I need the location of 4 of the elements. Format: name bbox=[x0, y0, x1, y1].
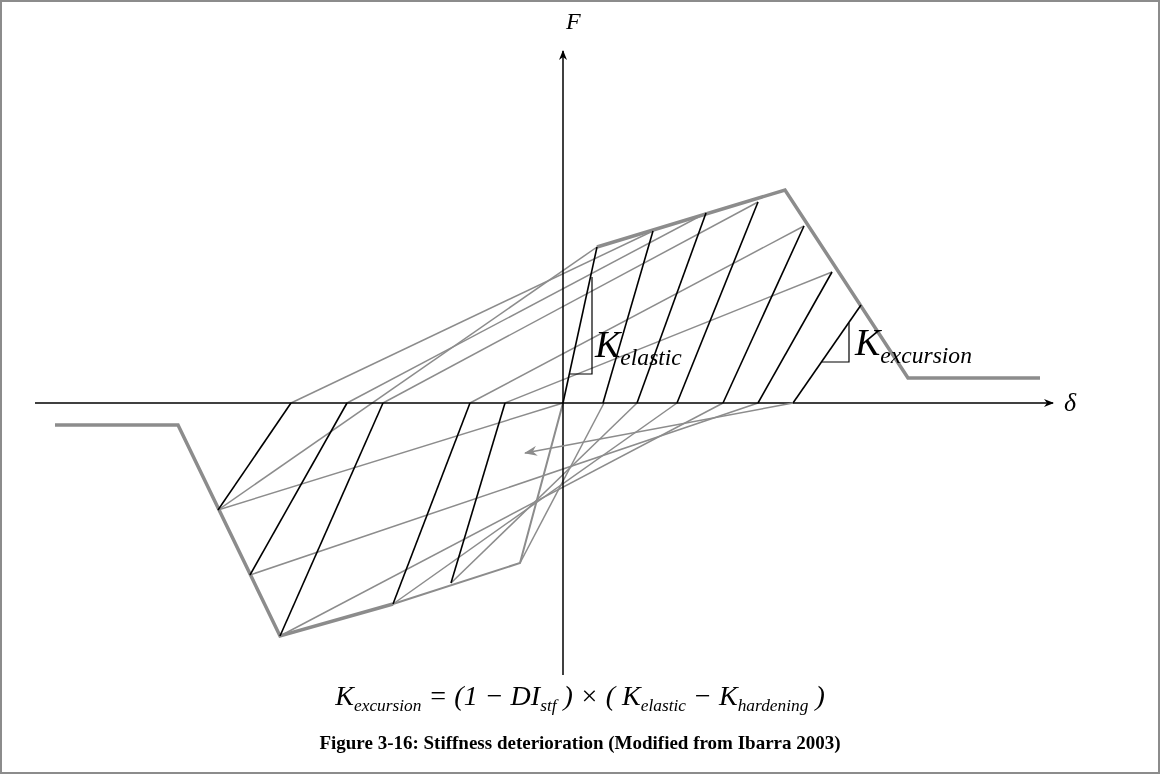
figure-caption: Figure 3-16: Stiffness deterioration (Modified from Ibarra 2003) bbox=[319, 732, 841, 753]
stiffness-label: K$_{excursion}$ bbox=[855, 320, 972, 370]
axis-label: F bbox=[566, 8, 581, 35]
axis-label: δ bbox=[1064, 388, 1077, 418]
